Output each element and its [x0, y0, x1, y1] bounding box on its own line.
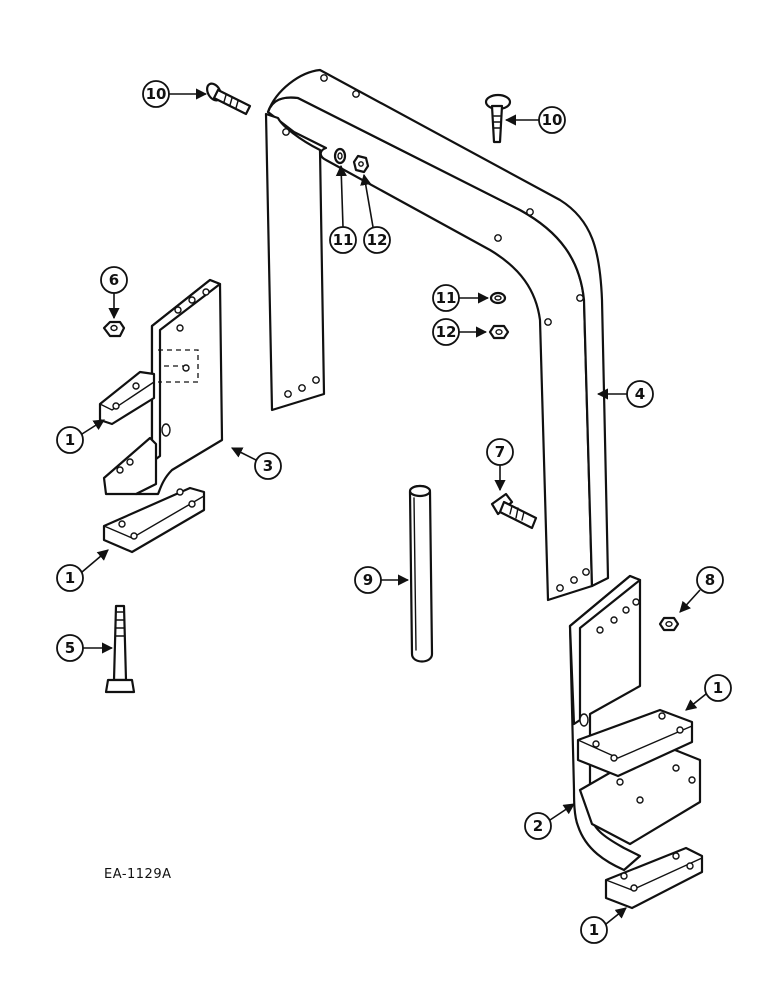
lock-washer-part-11-upper: [333, 147, 347, 165]
callout-12-upper: 12: [360, 173, 391, 254]
clamp-plate-part-1-lower-right: [604, 846, 704, 910]
callout-1-upper-left: 1: [56, 419, 105, 454]
callout-11-upper: 11: [329, 164, 357, 254]
callout-3: 3: [230, 447, 282, 480]
clamp-plate-part-1-upper-right: [576, 708, 694, 778]
carriage-bolt-part-10-right: [484, 93, 512, 144]
callout-2: 2: [524, 803, 575, 840]
nut-part-12-upper: [352, 154, 370, 174]
callout-8-label: 8: [705, 571, 715, 589]
callout-6: 6: [100, 266, 128, 320]
callout-10-left-label: 10: [146, 85, 167, 103]
callout-12-upper-label: 12: [367, 231, 388, 249]
carriage-bolt-part-10-left: [206, 82, 252, 116]
callout-3-label: 3: [263, 457, 273, 475]
callout-11-lower-label: 11: [436, 289, 457, 307]
clamp-plate-part-1-lower-left: [102, 486, 206, 554]
callout-1-upper-right-label: 1: [713, 679, 723, 697]
callout-9: 9: [354, 566, 410, 594]
callout-1-lower-right-label: 1: [589, 921, 599, 939]
callout-9-label: 9: [363, 571, 373, 589]
callout-2-label: 2: [533, 817, 543, 835]
l-bracket-part-2: [568, 574, 702, 872]
bolt-part-7: [490, 492, 538, 530]
callout-10-right-label: 10: [542, 111, 563, 129]
nut-part-12-lower: [488, 324, 510, 340]
callout-6-label: 6: [109, 271, 119, 289]
callout-7-label: 7: [495, 443, 505, 461]
l-bracket-part-3: [102, 278, 224, 496]
u-bracket-part-4: [264, 68, 610, 602]
callout-8: 8: [679, 566, 724, 613]
callout-12-lower: 12: [432, 318, 488, 346]
callout-10-left: 10: [142, 80, 208, 108]
nut-part-8: [658, 616, 680, 632]
tube-part-9: [408, 484, 434, 663]
callout-1-lower-right: 1: [580, 907, 627, 944]
callout-1-lower-left: 1: [56, 549, 109, 592]
callout-1-lower-left-label: 1: [65, 569, 75, 587]
callout-5-label: 5: [65, 639, 75, 657]
callout-1-upper-right: 1: [685, 674, 732, 711]
callout-11-upper-label: 11: [333, 231, 354, 249]
callout-10-right: 10: [504, 106, 566, 134]
figure-reference-code: EA-1129A: [104, 867, 172, 882]
callout-12-lower-label: 12: [436, 323, 457, 341]
callout-4-label: 4: [635, 385, 645, 403]
callout-4: 4: [596, 380, 654, 408]
callout-7: 7: [486, 438, 514, 492]
long-bolt-part-5: [104, 604, 136, 694]
callout-5: 5: [56, 634, 114, 662]
clamp-plate-part-1-upper-left: [98, 370, 156, 426]
nut-part-6: [102, 320, 126, 338]
callout-1-upper-left-label: 1: [65, 431, 75, 449]
callout-11-lower: 11: [432, 284, 490, 312]
lock-washer-part-11-lower: [489, 291, 507, 305]
